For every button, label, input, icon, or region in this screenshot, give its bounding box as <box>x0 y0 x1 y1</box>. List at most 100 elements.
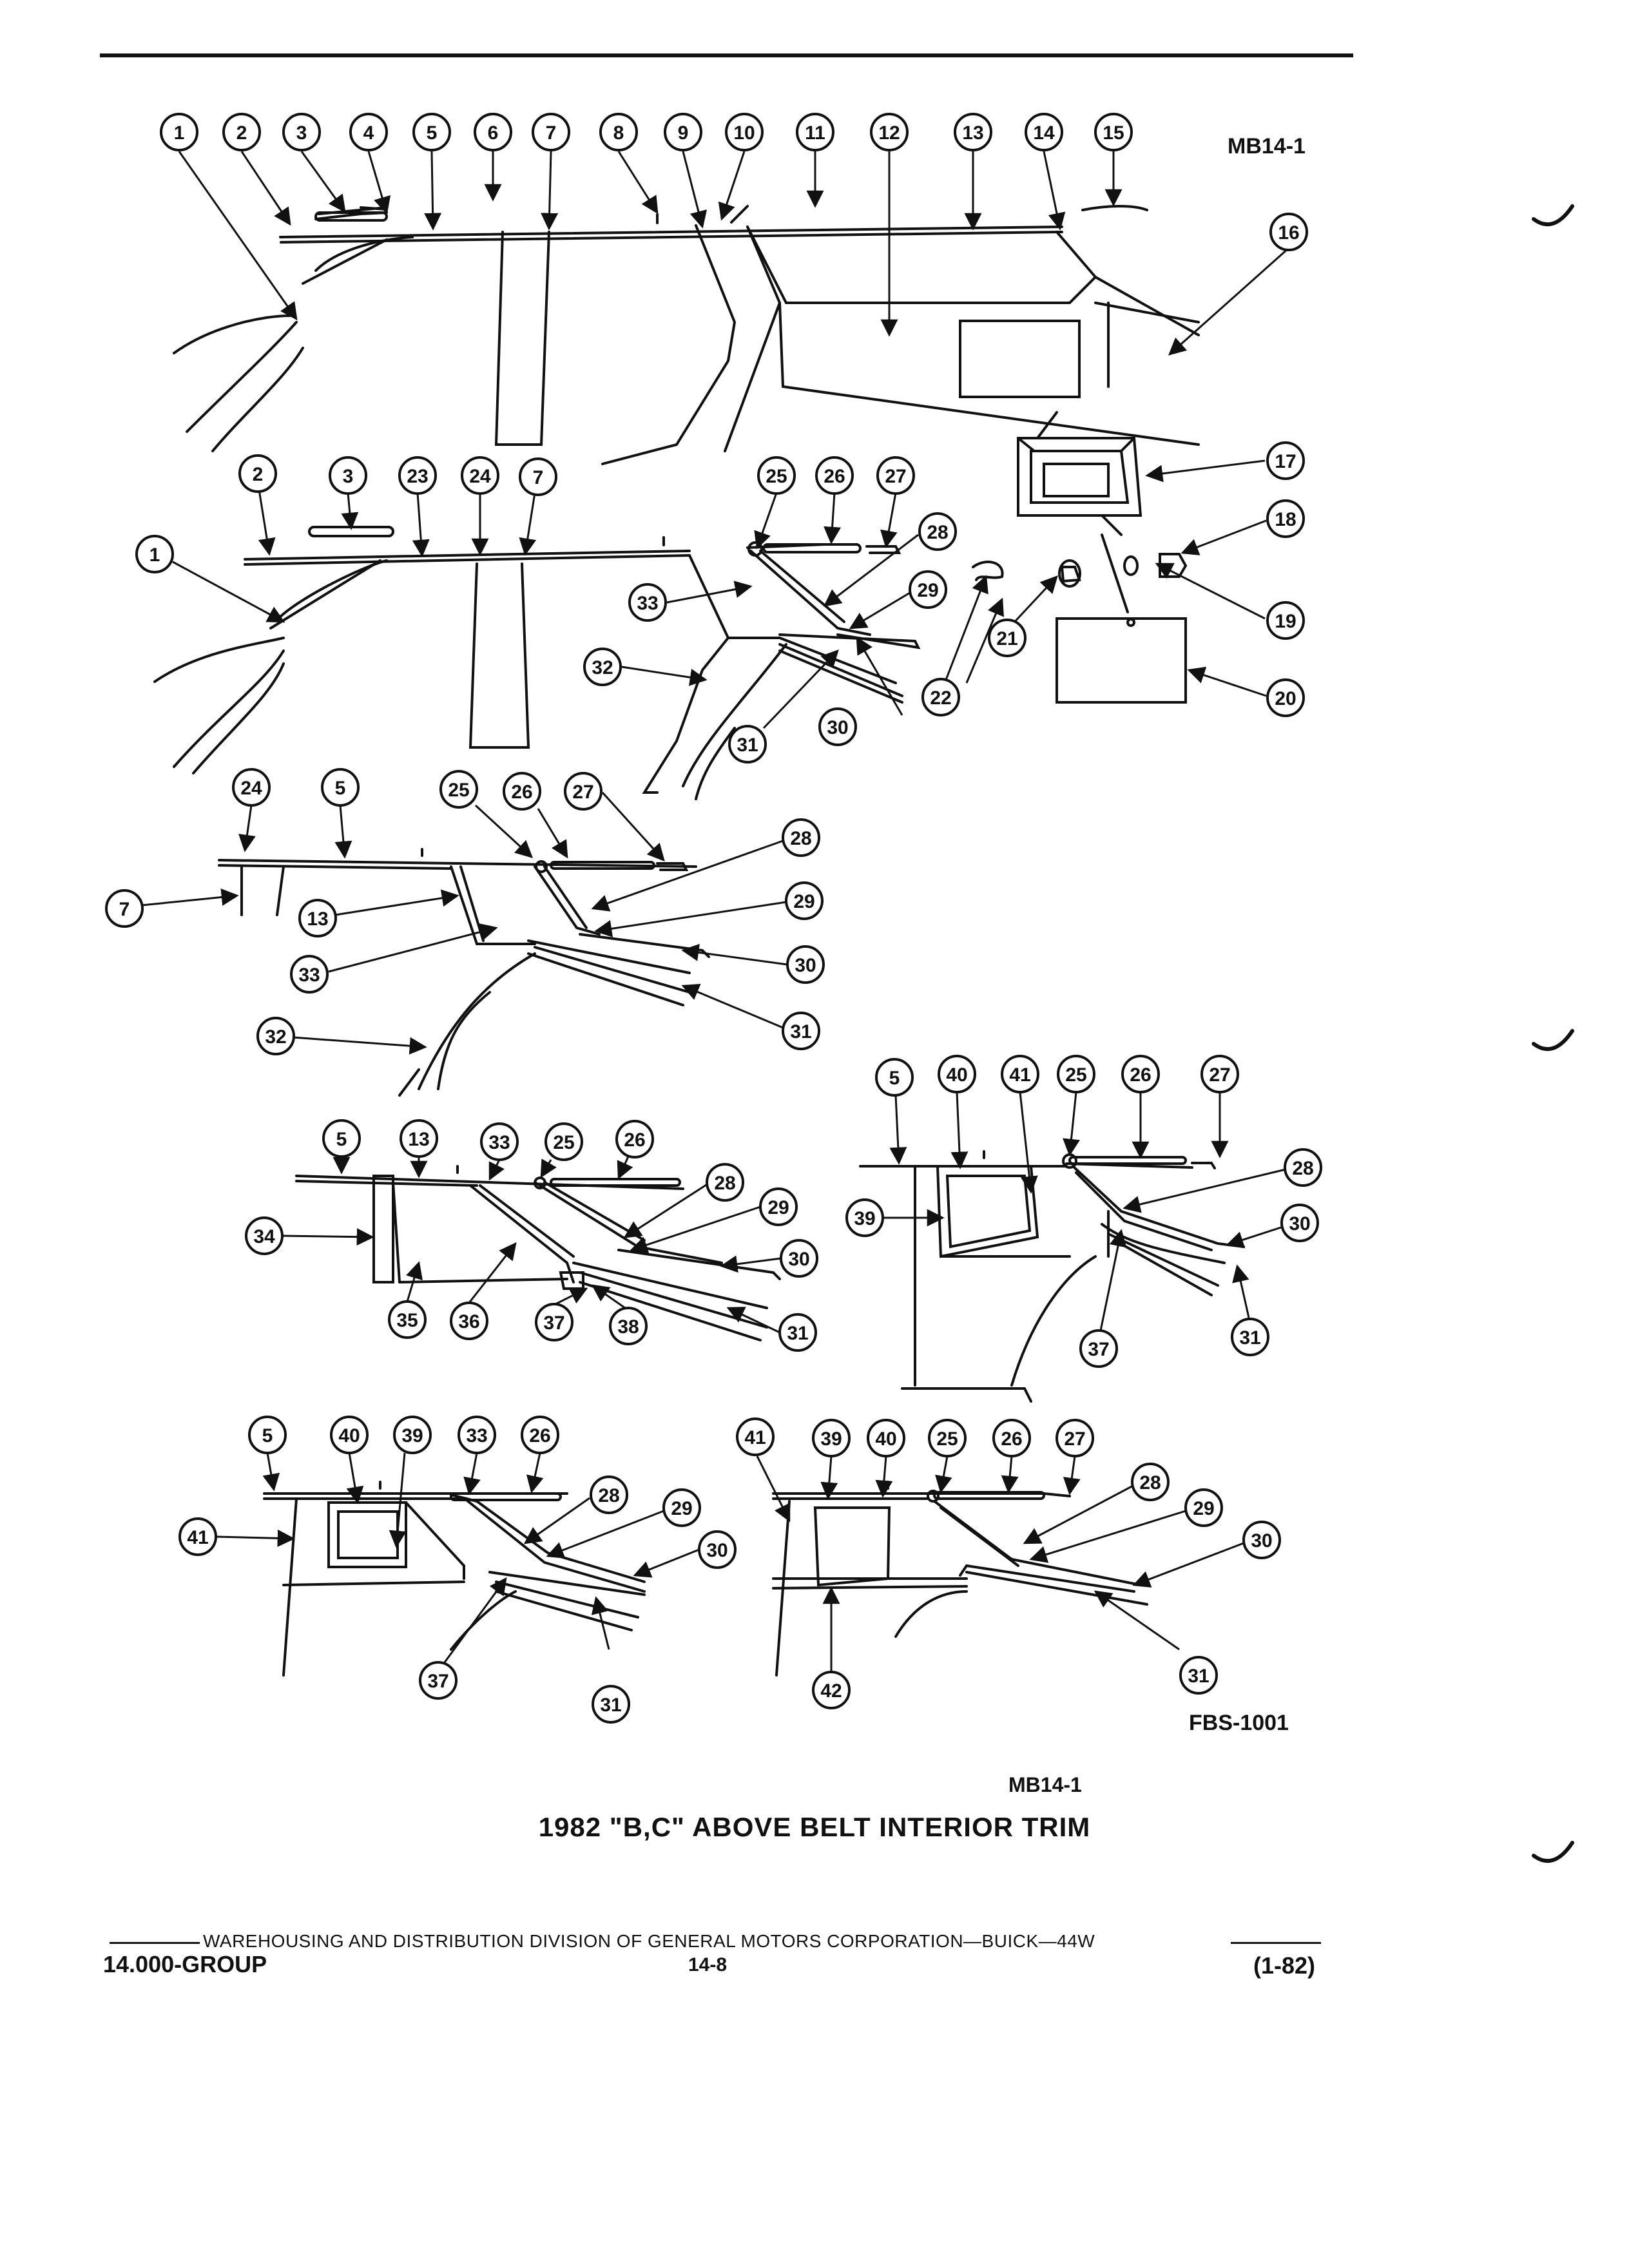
callout-33: 33 <box>290 955 329 994</box>
callout-25: 25 <box>545 1122 583 1161</box>
svg-text:7: 7 <box>533 467 544 488</box>
callout-29: 29 <box>759 1187 798 1226</box>
svg-text:7: 7 <box>546 122 557 144</box>
svg-text:11: 11 <box>805 122 825 144</box>
svg-text:5: 5 <box>262 1425 273 1446</box>
callout-39: 39 <box>845 1198 884 1237</box>
svg-text:29: 29 <box>671 1498 692 1519</box>
svg-text:5: 5 <box>336 1129 347 1150</box>
callout-2: 2 <box>238 454 277 493</box>
svg-text:2: 2 <box>236 122 247 144</box>
svg-text:40: 40 <box>875 1428 896 1450</box>
svg-text:33: 33 <box>466 1425 487 1446</box>
svg-text:31: 31 <box>1188 1666 1209 1687</box>
callout-41: 41 <box>1001 1055 1039 1093</box>
callout-3: 3 <box>329 456 367 495</box>
callout-33: 33 <box>480 1122 519 1161</box>
callout-28: 28 <box>590 1475 628 1514</box>
callout-39: 39 <box>812 1419 851 1457</box>
svg-text:37: 37 <box>1088 1339 1109 1360</box>
callout-30: 30 <box>818 707 857 746</box>
callout-5: 5 <box>248 1416 287 1454</box>
callout-23: 23 <box>398 456 437 495</box>
svg-text:9: 9 <box>678 122 689 144</box>
callout-37: 37 <box>419 1661 458 1700</box>
callout-26: 26 <box>615 1120 654 1158</box>
callout-34: 34 <box>245 1216 284 1255</box>
svg-text:27: 27 <box>572 782 593 803</box>
svg-text:13: 13 <box>962 122 983 144</box>
callout-35: 35 <box>388 1300 427 1339</box>
svg-text:5: 5 <box>427 122 438 144</box>
svg-text:32: 32 <box>265 1026 286 1048</box>
svg-text:39: 39 <box>401 1425 423 1446</box>
callout-41: 41 <box>178 1517 217 1556</box>
callout-31: 31 <box>592 1685 630 1724</box>
callout-18: 18 <box>1266 499 1305 538</box>
svg-text:26: 26 <box>1130 1064 1151 1086</box>
svg-text:25: 25 <box>553 1132 574 1153</box>
svg-text:28: 28 <box>790 828 811 849</box>
callout-3: 3 <box>282 113 321 151</box>
callout-16: 16 <box>1269 213 1308 251</box>
svg-text:38: 38 <box>617 1316 639 1338</box>
callout-7: 7 <box>519 457 557 496</box>
callout-29: 29 <box>662 1488 701 1527</box>
svg-text:6: 6 <box>488 122 499 144</box>
callout-30: 30 <box>1242 1521 1281 1559</box>
svg-text:23: 23 <box>407 466 428 487</box>
callout-7: 7 <box>105 889 144 928</box>
svg-text:28: 28 <box>1292 1158 1313 1179</box>
callout-30: 30 <box>780 1239 818 1278</box>
svg-text:33: 33 <box>488 1132 510 1153</box>
callout-30: 30 <box>1280 1204 1319 1242</box>
svg-text:26: 26 <box>824 466 845 487</box>
svg-text:31: 31 <box>600 1695 621 1716</box>
callout-31: 31 <box>778 1313 817 1352</box>
callout-31: 31 <box>728 725 767 764</box>
callout-27: 27 <box>564 772 602 811</box>
svg-text:41: 41 <box>744 1427 766 1448</box>
callout-1: 1 <box>160 113 198 151</box>
svg-text:30: 30 <box>1289 1213 1310 1235</box>
svg-text:29: 29 <box>767 1197 789 1218</box>
callout-27: 27 <box>876 456 915 495</box>
svg-text:37: 37 <box>427 1671 448 1692</box>
callout-37: 37 <box>1079 1329 1118 1368</box>
callout-40: 40 <box>330 1416 369 1454</box>
svg-text:30: 30 <box>795 955 816 976</box>
svg-text:10: 10 <box>733 122 755 144</box>
callout-40: 40 <box>938 1055 976 1093</box>
svg-text:36: 36 <box>458 1311 479 1332</box>
svg-text:29: 29 <box>917 580 938 601</box>
svg-text:40: 40 <box>946 1064 967 1086</box>
view-4-outline <box>295 1165 781 1341</box>
footer-division: WAREHOUSING AND DISTRIBUTION DIVISION OF… <box>203 1931 1095 1951</box>
svg-text:5: 5 <box>889 1068 900 1089</box>
callout-8: 8 <box>599 113 638 151</box>
view-1-outline <box>173 205 1200 465</box>
callout-19: 19 <box>1266 601 1305 640</box>
footer-rule-right <box>1231 1942 1321 1944</box>
callout-13: 13 <box>954 113 992 151</box>
view-3-outline <box>218 848 710 1097</box>
callout-25: 25 <box>757 456 796 495</box>
reference-bottom: MB14-1 <box>1008 1773 1082 1796</box>
callout-29: 29 <box>909 570 947 609</box>
callout-26: 26 <box>1121 1055 1160 1093</box>
figure-caption: 1982 "B,C" ABOVE BELT INTERIOR TRIM <box>538 1812 1091 1842</box>
svg-text:17: 17 <box>1275 451 1296 472</box>
svg-text:24: 24 <box>469 466 491 487</box>
svg-text:26: 26 <box>529 1425 550 1446</box>
svg-text:26: 26 <box>511 782 532 803</box>
view-5-outline <box>859 1150 1245 1403</box>
svg-text:7: 7 <box>119 899 130 920</box>
view-7-outline <box>772 1481 1148 1677</box>
callout-26: 26 <box>992 1419 1031 1457</box>
callout-29: 29 <box>1184 1488 1223 1527</box>
svg-text:39: 39 <box>820 1428 842 1450</box>
svg-text:20: 20 <box>1275 688 1296 709</box>
callout-40: 40 <box>867 1419 905 1457</box>
svg-text:25: 25 <box>448 780 469 801</box>
